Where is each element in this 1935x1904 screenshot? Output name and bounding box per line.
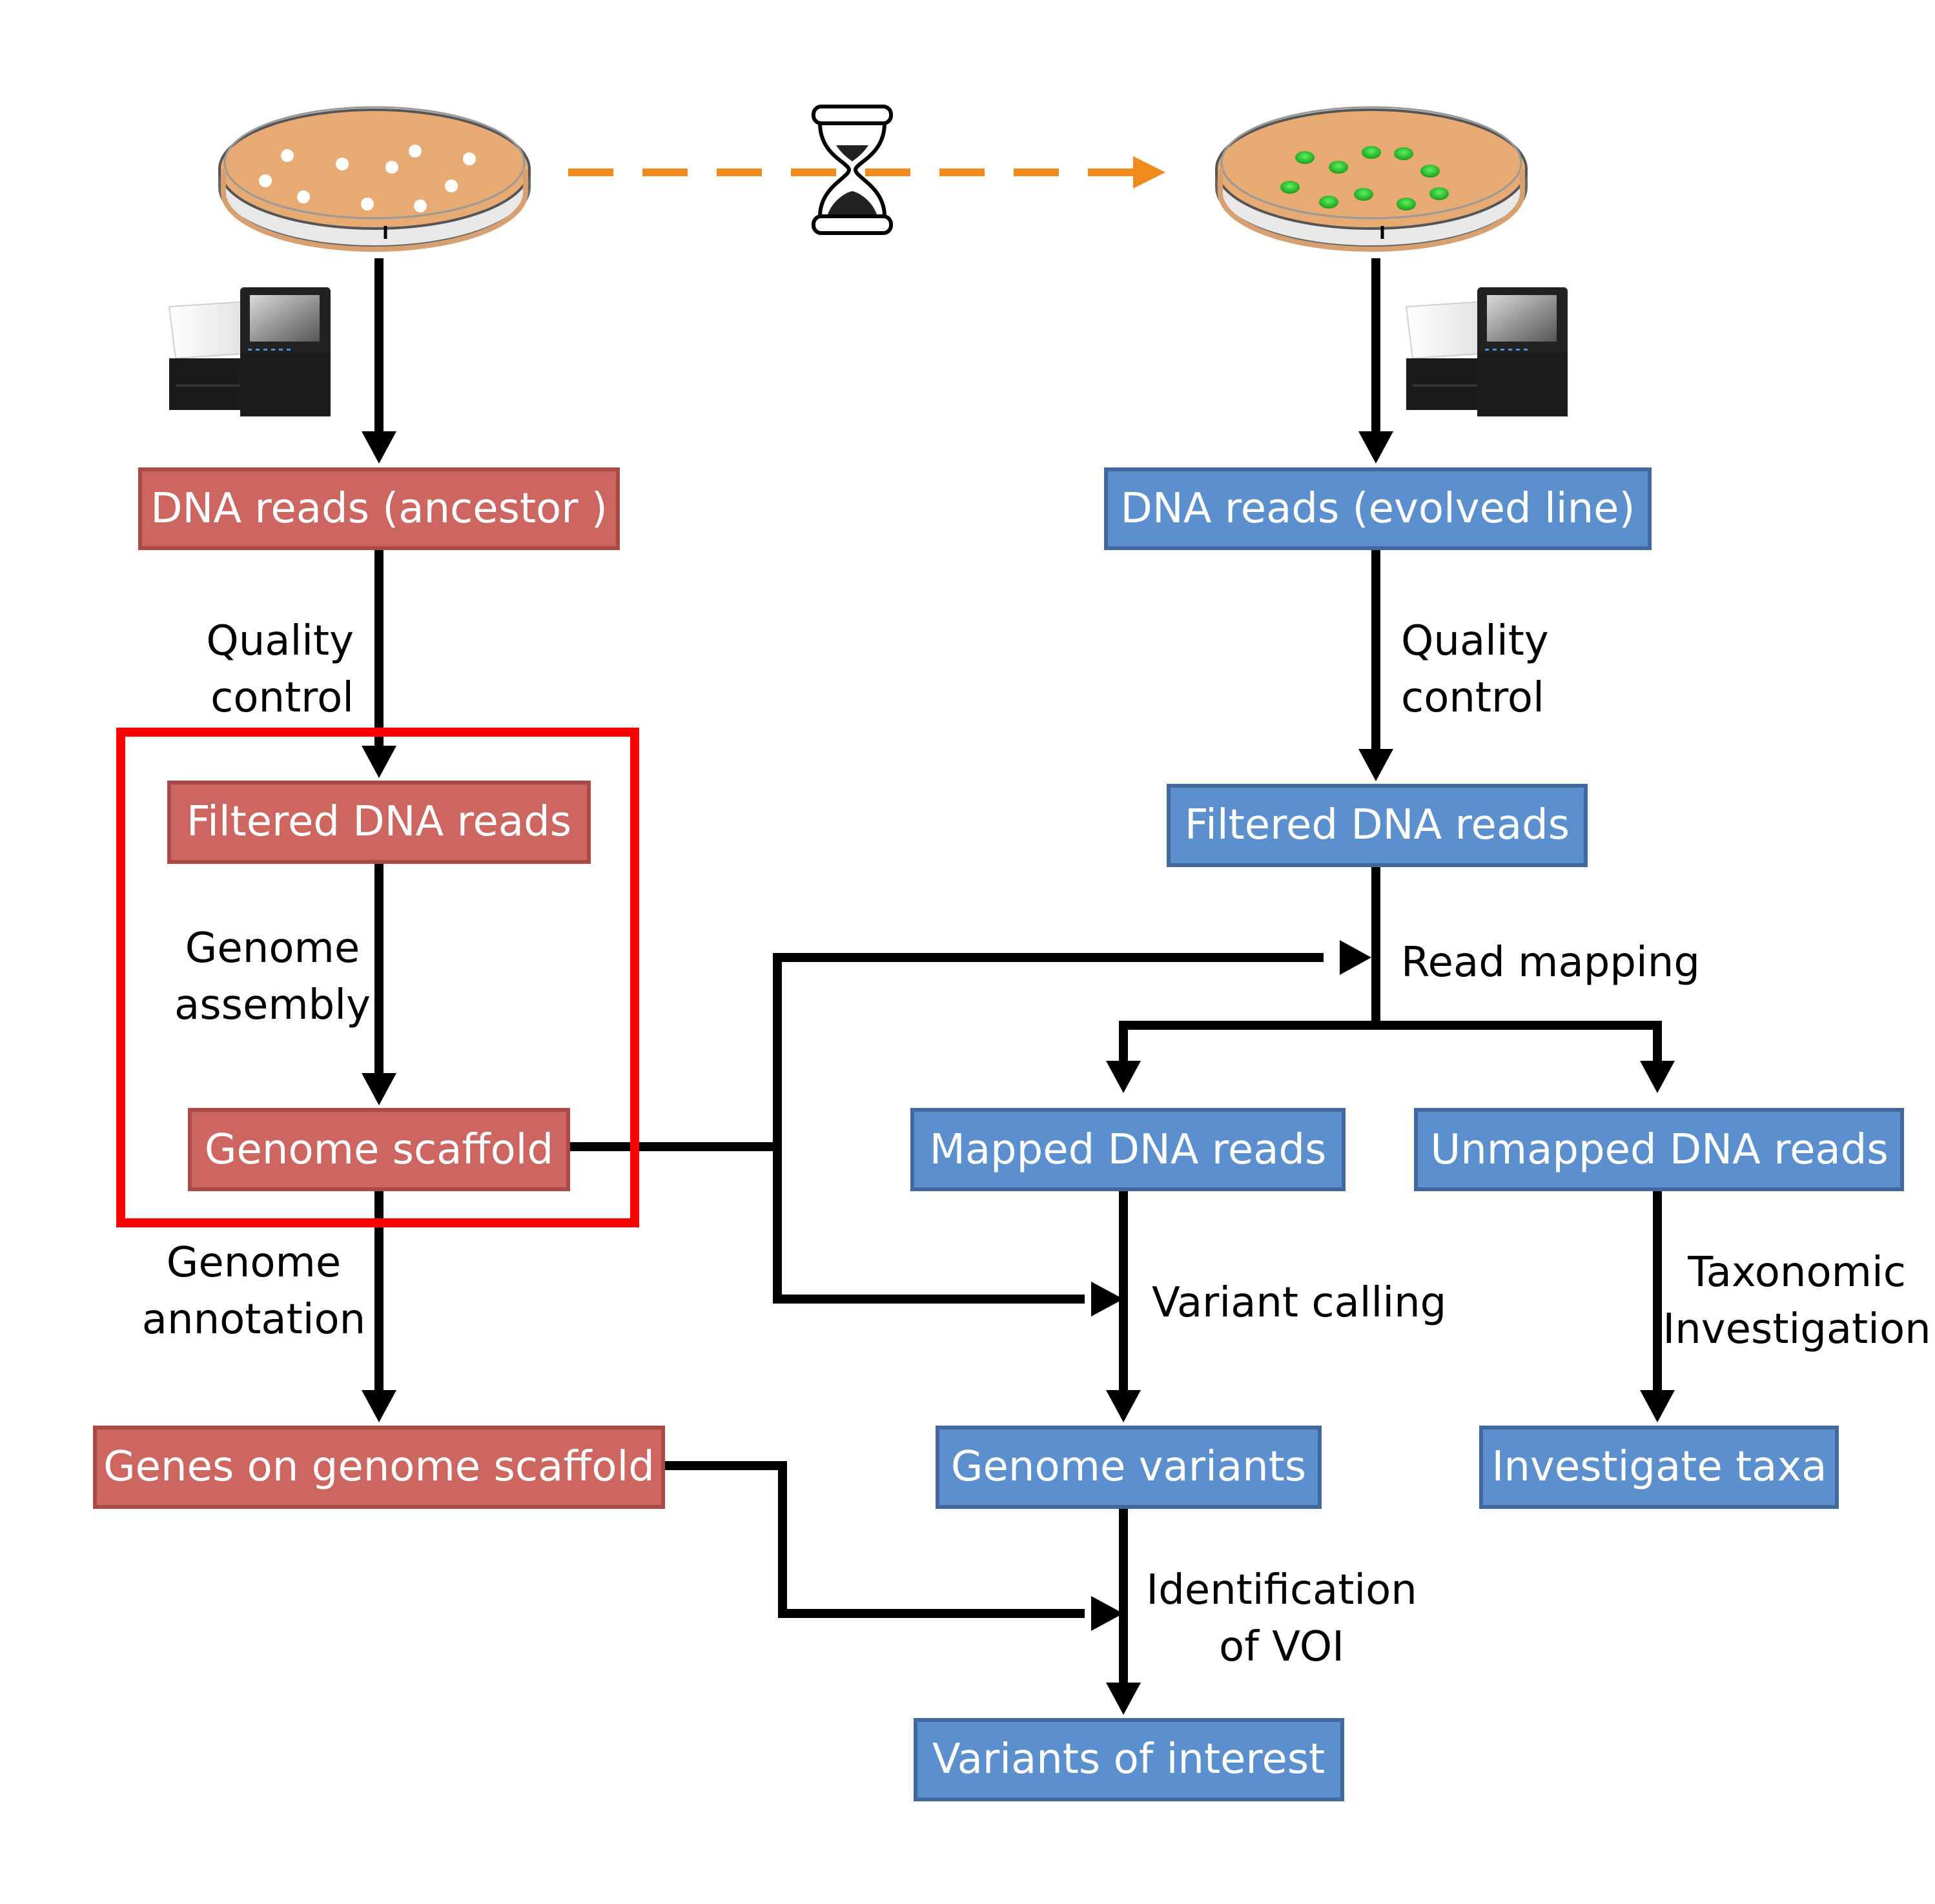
node-investigate-taxa: Investigate taxa xyxy=(1479,1426,1839,1509)
node-variants-of-interest: Variants of interest xyxy=(914,1718,1344,1801)
connectors xyxy=(374,258,1662,1689)
petri-dish-icon xyxy=(218,106,531,252)
node-label: DNA reads (ancestor ) xyxy=(150,485,608,533)
step-label-taxonomic-investigation: Taxonomic xyxy=(1687,1249,1906,1296)
node-genome-scaffold: Genome scaffold xyxy=(188,1108,570,1191)
sequencer-icon xyxy=(1406,287,1568,417)
step-label-variant-calling: Variant calling xyxy=(1152,1279,1446,1327)
hourglass-icon xyxy=(812,105,893,235)
step-label-identification-of-voi: of VOI xyxy=(1219,1623,1344,1671)
arrowheads xyxy=(362,431,1675,1715)
step-label-quality-control-evolved: control xyxy=(1401,674,1544,722)
node-label: Variants of interest xyxy=(932,1735,1325,1783)
step-label-quality-control-evolved: Quality xyxy=(1401,617,1549,665)
node-label: Genome variants xyxy=(951,1443,1306,1491)
node-label: Filtered DNA reads xyxy=(187,798,571,846)
node-mapped-dna-reads: Mapped DNA reads xyxy=(910,1108,1346,1191)
node-label: Genes on genome scaffold xyxy=(103,1443,655,1491)
node-dna-reads-evolved: DNA reads (evolved line) xyxy=(1104,467,1652,550)
node-filtered-dna-reads-evolved: Filtered DNA reads xyxy=(1167,784,1588,867)
node-label: Filtered DNA reads xyxy=(1185,801,1570,849)
time-arrow xyxy=(568,156,1165,189)
node-dna-reads-ancestor: DNA reads (ancestor ) xyxy=(138,467,620,550)
node-label: Unmapped DNA reads xyxy=(1430,1126,1888,1174)
highlight-box xyxy=(116,728,639,1227)
step-label-genome-annotation: Genome xyxy=(167,1239,341,1287)
node-filtered-dna-reads-ancestor: Filtered DNA reads xyxy=(167,781,591,864)
node-label: Investigate taxa xyxy=(1492,1443,1827,1491)
node-genome-variants: Genome variants xyxy=(936,1426,1322,1509)
step-label-genome-assembly: Genome xyxy=(185,925,360,972)
node-unmapped-dna-reads: Unmapped DNA reads xyxy=(1414,1108,1904,1191)
step-label-identification-of-voi: Identification xyxy=(1146,1566,1417,1614)
step-label-taxonomic-investigation: Investigation xyxy=(1663,1305,1930,1353)
node-label: Genome scaffold xyxy=(205,1126,553,1174)
step-label-quality-control-ancestor: control xyxy=(210,674,354,722)
step-label-read-mapping: Read mapping xyxy=(1401,939,1700,987)
node-label: Mapped DNA reads xyxy=(930,1126,1327,1174)
step-label-genome-annotation: annotation xyxy=(142,1296,365,1344)
step-label-quality-control-ancestor: Quality xyxy=(206,617,354,665)
petri-dish-icon xyxy=(1215,106,1528,252)
step-label-genome-assembly: assembly xyxy=(174,981,371,1029)
node-genes-on-genome-scaffold: Genes on genome scaffold xyxy=(93,1426,665,1509)
sequencer-icon xyxy=(169,287,331,417)
node-label: DNA reads (evolved line) xyxy=(1121,485,1635,533)
